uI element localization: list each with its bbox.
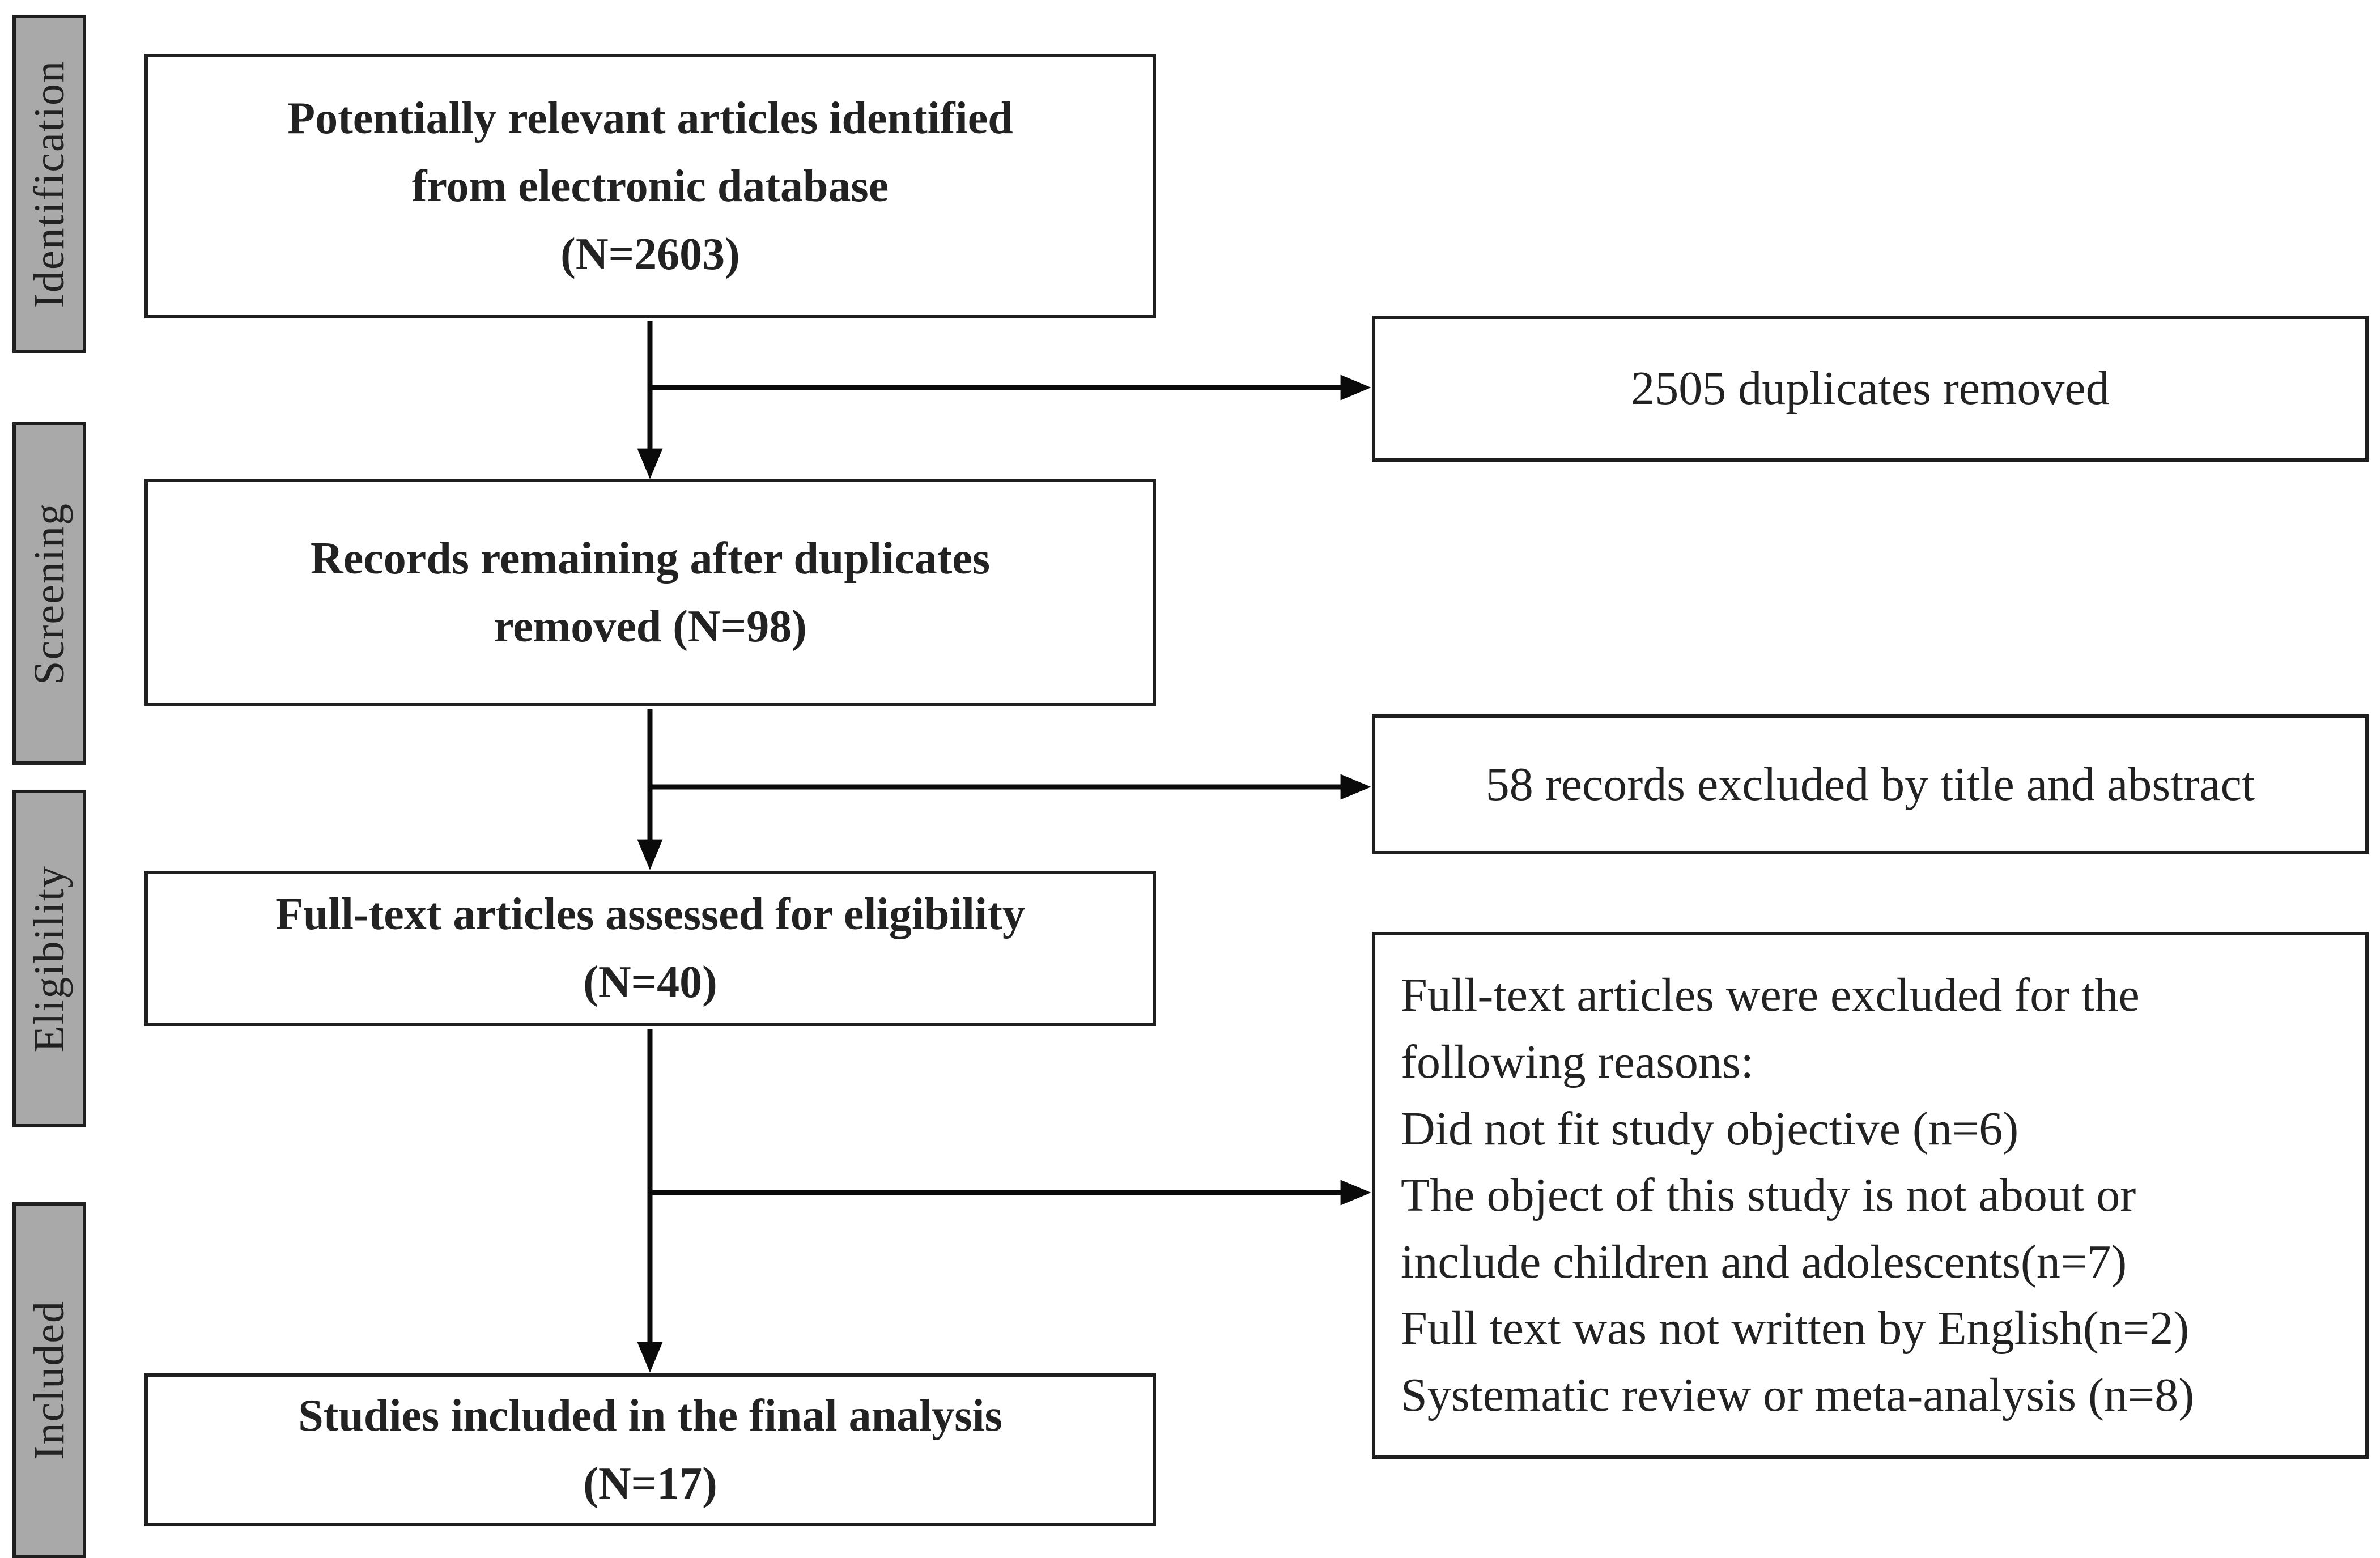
flow-box-identified: Potentially relevant articles identified… [144, 54, 1156, 318]
stage-screening: Screening [12, 422, 86, 765]
flow-box-after-duplicates-text: Records remaining after duplicates remov… [310, 533, 991, 652]
stage-included-label: Included [25, 1300, 73, 1460]
exclusion-box-title-abstract-text: 58 records excluded by title and abstrac… [1485, 757, 2255, 811]
exclusion-box-duplicates-removed-text: 2505 duplicates removed [1631, 362, 2110, 415]
flow-box-after-duplicates: Records remaining after duplicates remov… [144, 479, 1156, 706]
stage-eligibility: Eligibility [12, 790, 86, 1127]
stage-screening-label: Screening [25, 502, 73, 685]
flow-box-fulltext-assessed: Full-text articles assessed for eligibil… [144, 871, 1156, 1026]
flow-box-identified-text: Potentially relevant articles identified… [287, 93, 1013, 279]
stage-included: Included [12, 1202, 86, 1558]
exclusion-box-duplicates-removed: 2505 duplicates removed [1372, 316, 2369, 462]
exclusion-box-title-abstract: 58 records excluded by title and abstrac… [1372, 714, 2369, 854]
stage-eligibility-label: Eligibility [25, 865, 73, 1053]
stage-identification-label: Identification [25, 59, 73, 308]
exclusion-box-fulltext-reasons: Full-text articles were excluded for the… [1372, 932, 2369, 1459]
flow-box-included-final-text: Studies included in the final analysis (… [298, 1391, 1002, 1509]
flow-box-included-final: Studies included in the final analysis (… [144, 1373, 1156, 1526]
flow-box-fulltext-assessed-text: Full-text articles assessed for eligibil… [275, 889, 1025, 1007]
exclusion-box-fulltext-reasons-text: Full-text articles were excluded for the… [1401, 969, 2195, 1421]
stage-identification: Identification [12, 15, 86, 353]
